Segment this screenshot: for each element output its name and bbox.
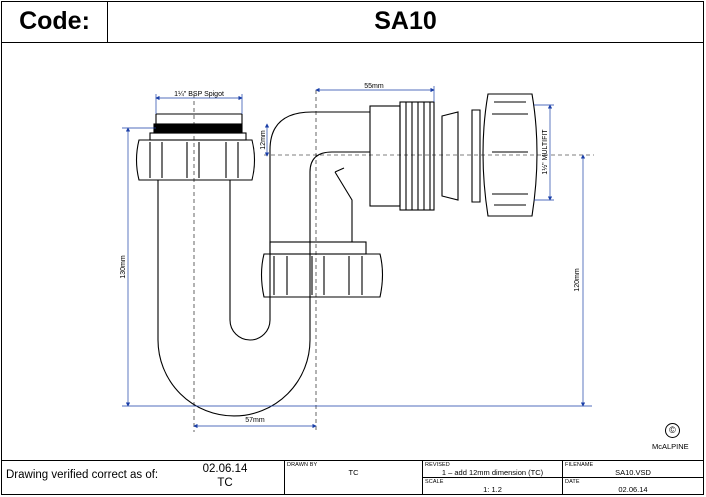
revised-box: REVISED 1 – add 12mm dimension (TC) — [423, 461, 562, 478]
dim-bsp-spigot: 1¼" BSP Spigot — [174, 91, 224, 98]
date-box: DATE 02.06.14 — [563, 478, 703, 495]
verified-cell: Drawing verified correct as of: 02.06.14… — [2, 461, 285, 494]
verified-label: Drawing verified correct as of: — [6, 469, 159, 481]
copyright-icon: © — [665, 423, 680, 438]
drawn-by-label: DRAWN BY — [287, 462, 318, 468]
lower-compression-nut — [260, 253, 384, 298]
trap-inner-curve — [229, 180, 271, 341]
brand-label: McALPINE — [652, 442, 689, 451]
washer — [441, 111, 459, 201]
outlet-body — [369, 105, 401, 207]
scale-label: SCALE — [425, 478, 444, 485]
revised-label: REVISED — [425, 462, 450, 468]
dim-bottom-width: 57mm — [245, 417, 265, 424]
verified-by: TC — [217, 477, 233, 489]
left-compression-nut — [135, 139, 256, 181]
spigot-washer — [153, 123, 243, 134]
revised-value: 1 – add 12mm dimension (TC) — [441, 468, 544, 477]
dim-height-left: 130mm — [120, 255, 127, 279]
filename-label: FILENAME — [565, 462, 594, 468]
dim-top-width: 55mm — [364, 83, 384, 90]
trap-outer-curve — [157, 180, 311, 417]
title-block-header: Code: SA10 — [2, 2, 703, 43]
verified-date: 02.06.14 — [202, 463, 248, 475]
code-label: Code: — [2, 2, 108, 42]
part-number: SA10 — [374, 7, 437, 35]
multifit-nut — [482, 93, 538, 217]
dim-offset: 12mm — [260, 130, 267, 150]
revision-scale-cell: REVISED 1 – add 12mm dimension (TC) SCAL… — [423, 461, 563, 494]
date-label: DATE — [565, 478, 580, 485]
dim-height-right: 120mm — [574, 268, 581, 292]
filename-date-cell: FILENAME SA10.VSD DATE 02.06.14 — [563, 461, 703, 494]
title-block-footer: Drawing verified correct as of: 02.06.14… — [2, 460, 703, 494]
drawn-by-value: TC — [348, 468, 359, 477]
date-value: 02.06.14 — [618, 484, 648, 494]
dim-multifit: 1½" MULTIFIT — [541, 129, 549, 175]
filename-box: FILENAME SA10.VSD — [563, 461, 703, 478]
scale-box: SCALE 1: 1.2 — [423, 478, 562, 495]
threaded-section — [399, 101, 435, 211]
drawn-by-cell: DRAWN BY TC — [285, 461, 423, 494]
scale-value: 1: 1.2 — [483, 484, 502, 494]
filename-value: SA10.VSD — [615, 468, 651, 477]
